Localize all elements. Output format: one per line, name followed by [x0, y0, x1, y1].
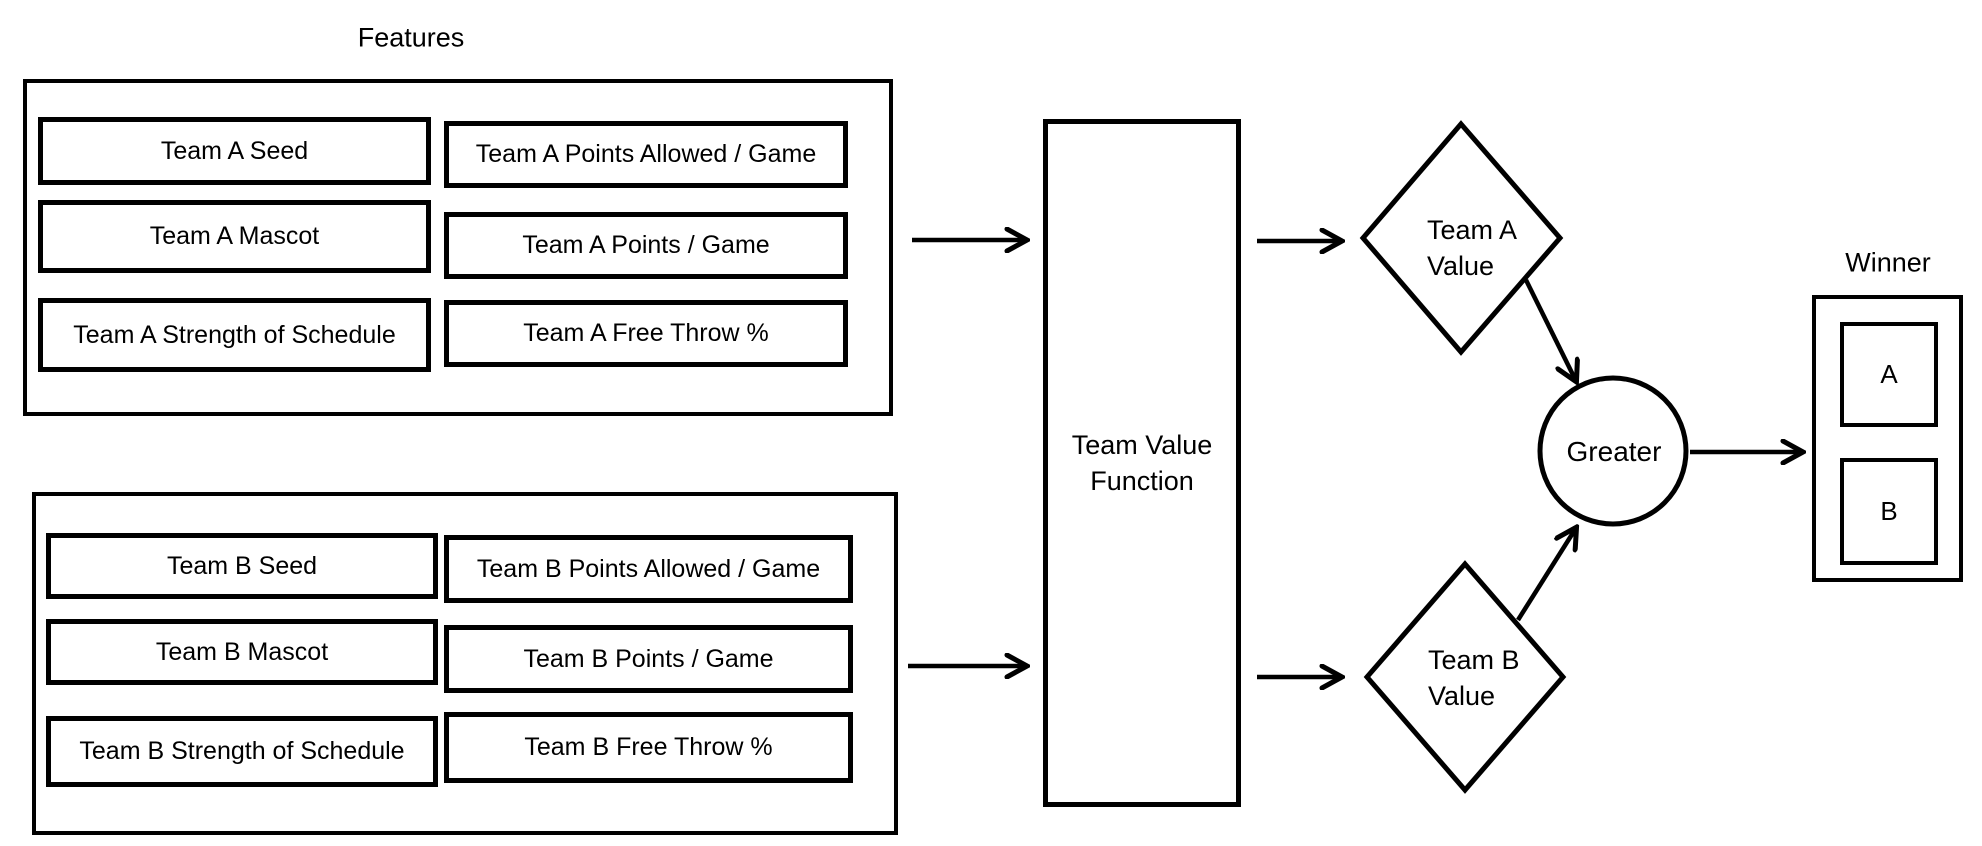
- winner-heading: Winner: [1845, 247, 1931, 278]
- team-a-points-allowed-box: Team A Points Allowed / Game: [444, 121, 848, 188]
- team-b-features-group: [32, 492, 898, 835]
- features-heading: Features: [357, 22, 465, 53]
- greater-label: Greater: [1566, 436, 1662, 467]
- team-a-points-per-game-box: Team A Points / Game: [444, 212, 848, 279]
- team-b-free-throw-box: Team B Free Throw %: [444, 712, 853, 783]
- team-a-strength-of-schedule-box: Team A Strength of Schedule: [38, 298, 431, 372]
- team-b-seed-box: Team B Seed: [46, 533, 438, 599]
- team-a-mascot-box: Team A Mascot: [38, 200, 431, 273]
- team-b-mascot-box: Team B Mascot: [46, 619, 438, 685]
- team-a-value-label: Team A Value: [1427, 215, 1518, 281]
- team-a-free-throw-box: Team A Free Throw %: [444, 300, 848, 367]
- team-b-value-label: Team B Value: [1428, 645, 1520, 711]
- team-b-value-diamond: [1363, 560, 1567, 794]
- team-b-strength-of-schedule-box: Team B Strength of Schedule: [46, 716, 438, 787]
- team-b-points-allowed-box: Team B Points Allowed / Game: [444, 535, 853, 603]
- winner-option-a-box: A: [1840, 322, 1938, 427]
- greater-circle: [1537, 375, 1689, 527]
- team-value-function-label: Team Value Function: [1071, 430, 1213, 496]
- arrow-team-b-value-to-greater: [1516, 528, 1576, 622]
- team-value-function-box: Team Value Function: [1043, 119, 1241, 807]
- arrow-team-a-value-to-greater: [1523, 279, 1576, 381]
- team-a-seed-box: Team A Seed: [38, 117, 431, 185]
- winner-option-b-box: B: [1840, 458, 1938, 565]
- team-a-value-diamond: [1359, 120, 1564, 356]
- team-b-points-per-game-box: Team B Points / Game: [444, 625, 853, 693]
- team-a-features-group: [23, 79, 893, 416]
